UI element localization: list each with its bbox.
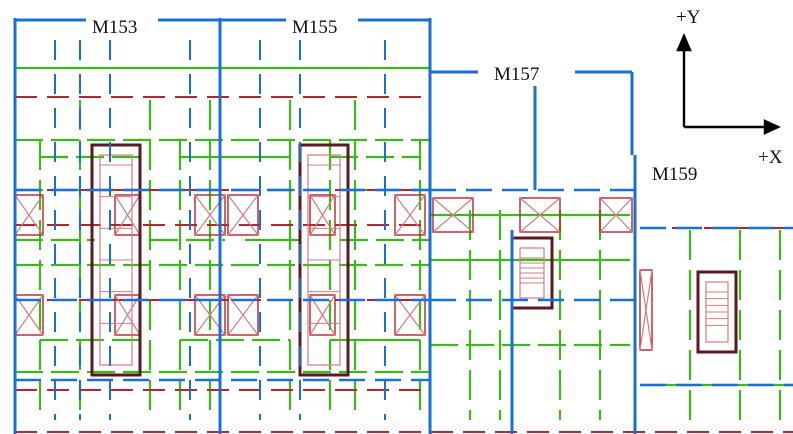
y-arrow-head-icon [676,32,692,52]
cross-box [227,194,259,236]
axis-arrows [676,32,781,135]
cross-diagonal [114,294,141,336]
unit-label-m153: M153 [86,17,144,39]
cross-diagonal [599,197,633,233]
red-beams [15,96,793,433]
cross-diagonal [639,269,653,351]
x-arrow-head-icon [763,119,781,135]
cross-diagonal [432,197,474,233]
cross-box [227,294,259,336]
cross-box [309,194,336,236]
cross-diagonal [519,197,561,233]
blue-gridlines [13,18,793,434]
cross-box [519,197,561,233]
cross-diagonal [14,194,44,236]
cross-box [194,294,226,336]
cross-diagonal [394,294,426,336]
axis-label-y: +Y [676,7,701,28]
cross-diagonal [227,294,259,336]
cross-box [639,269,653,351]
cross-box [309,294,336,336]
cross-diagonal [14,294,44,336]
cross-box [432,197,474,233]
cross-diagonal [394,194,426,236]
axis-label-x: +X [758,147,783,168]
unit-label-m159: M159 [646,164,704,186]
unit-label-m157: M157 [488,64,546,86]
cross-box [599,197,633,233]
unit-label-m155: M155 [286,17,344,39]
cross-box [394,294,426,336]
stair-core [90,143,142,377]
cross-diagonal [227,194,259,236]
stair-core [696,270,738,354]
cross-diagonal [309,294,336,336]
cross-box [194,194,226,236]
cross-box [394,194,426,236]
